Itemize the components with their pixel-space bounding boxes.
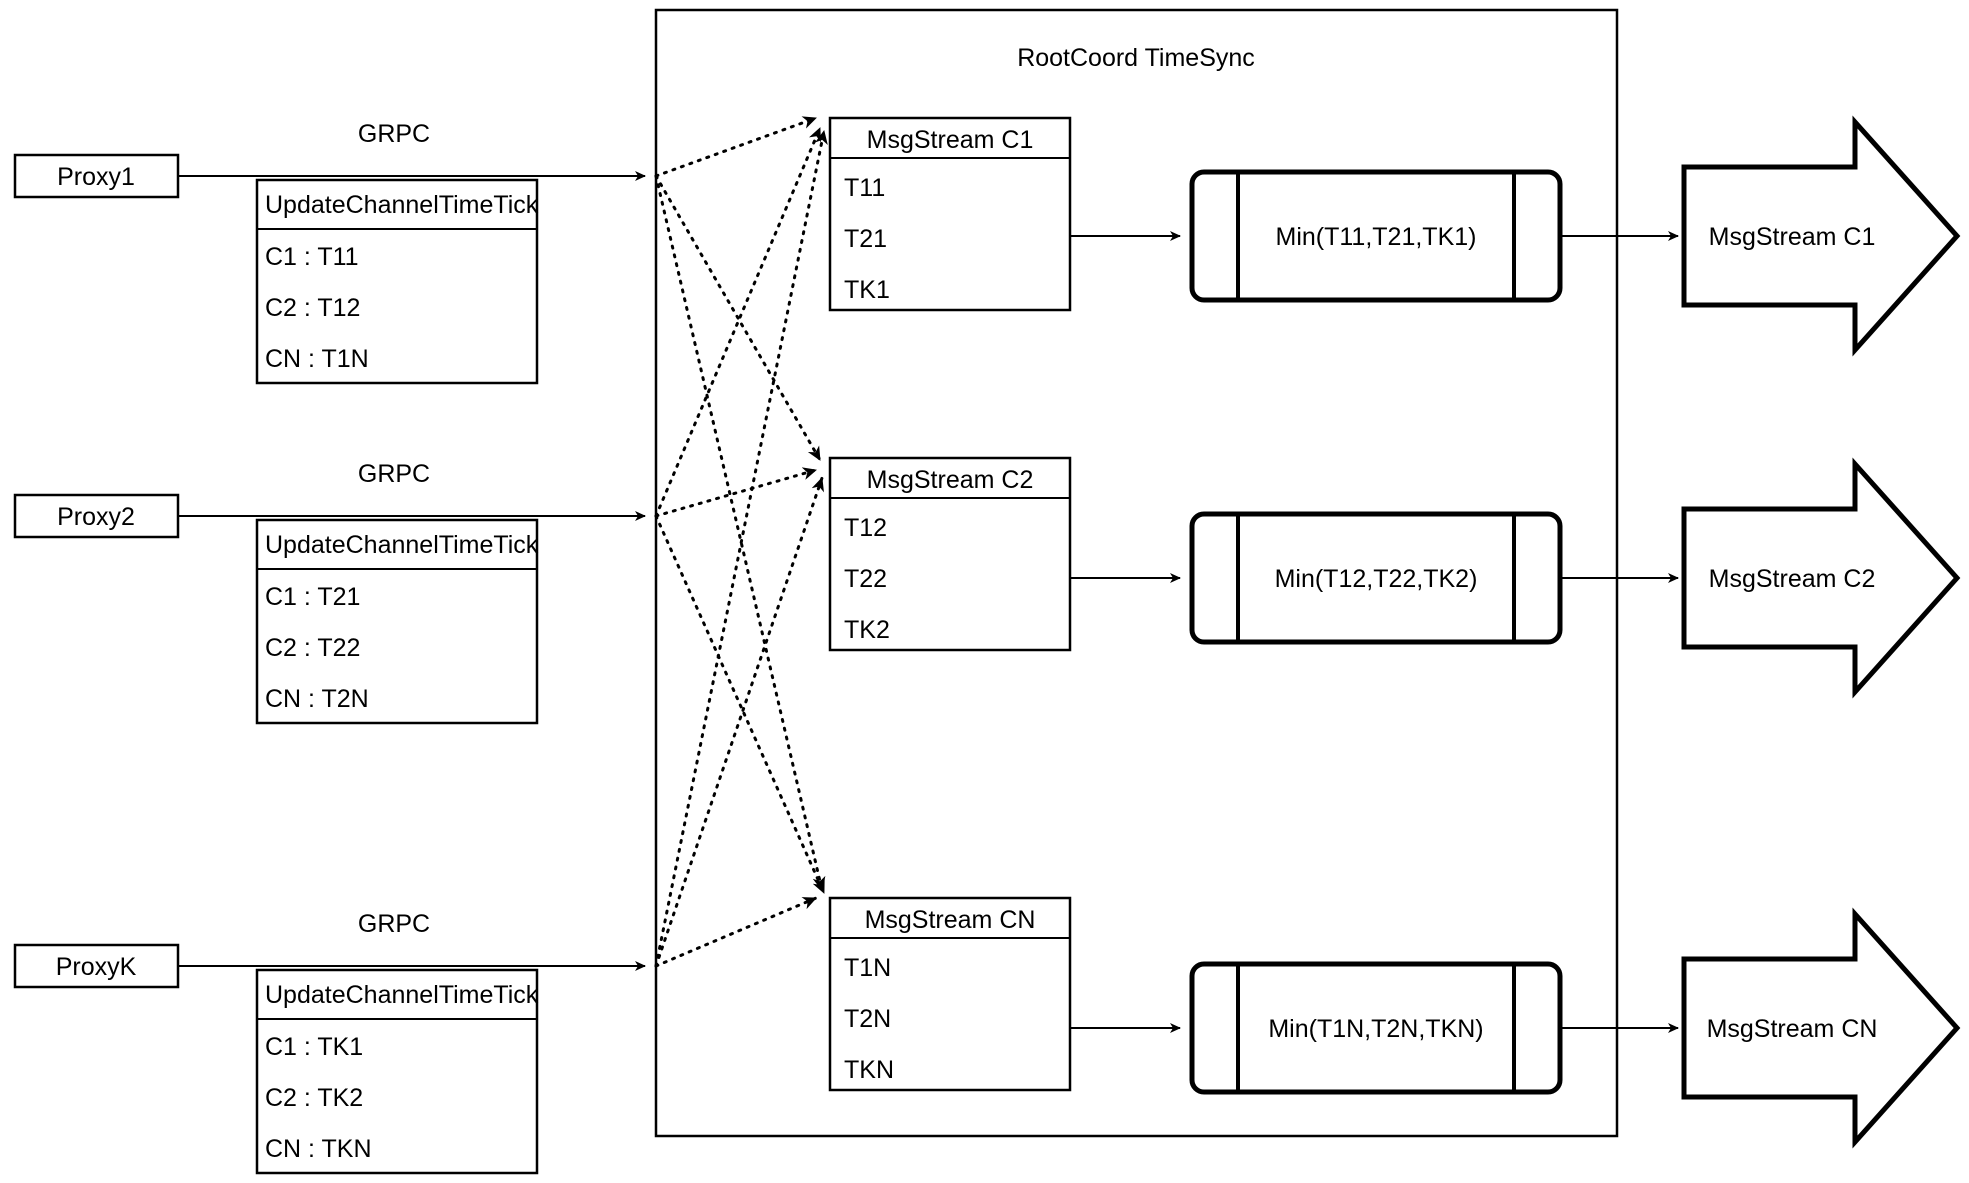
update-channel-timetick-box-1: UpdateChannelTimeTick C1 : T11 C2 : T12 … [255,178,539,385]
update-channel-timetick-row-2-1: C2 : T22 [265,634,360,662]
proxy-label-3: ProxyK [56,953,137,981]
update-channel-timetick-title-3: UpdateChannelTimeTick [265,981,539,1009]
grpc-label-2: GRPC [358,460,430,488]
update-channel-timetick-row-2-0: C1 : T21 [265,583,360,611]
msgstream-row-1-2: TK1 [844,276,890,304]
update-channel-timetick-row-3-0: C1 : TK1 [265,1033,363,1061]
container-title: RootCoord TimeSync [1017,44,1255,72]
proxy-box-2[interactable]: Proxy2 [13,493,180,539]
msgstream-row-2-0: T12 [844,514,887,542]
msgstream-row-3-1: T2N [844,1005,891,1033]
dispatch-edge-p1-c1 [654,116,818,178]
dispatch-edge-p1-c2 [654,174,822,462]
min-process-label-2: Min(T12,T22,TK2) [1275,565,1478,593]
output-label-1: MsgStream C1 [1709,223,1876,251]
msgstream-title-3: MsgStream CN [865,906,1036,934]
update-channel-timetick-title-2: UpdateChannelTimeTick [265,531,539,559]
msgstream-row-2-1: T22 [844,565,887,593]
dispatch-edge-pk-cn [654,896,818,968]
output-block-arrow-2: MsgStream C2 [1681,457,1961,699]
min-process-box-1: Min(T11,T21,TK1) [1189,169,1563,303]
msgstream-box-2: MsgStream C2 T12 T22 TK2 [828,456,1072,652]
proxy-box-1[interactable]: Proxy1 [13,153,180,199]
msgstream-row-1-1: T21 [844,225,887,253]
dispatch-edge-p2-cn [654,514,826,895]
dispatch-edge-p1-cn [654,174,826,892]
dispatch-edge-p2-c1 [654,126,822,518]
timetick-dispatch-edges [654,116,828,968]
update-channel-timetick-row-1-2: CN : T1N [265,345,369,373]
update-channel-timetick-row-3-1: C2 : TK2 [265,1084,363,1112]
msgstream-title-2: MsgStream C2 [867,466,1034,494]
msgstream-row-3-0: T1N [844,954,891,982]
msgstream-box-3: MsgStream CN T1N T2N TKN [828,896,1072,1092]
update-channel-timetick-row-1-0: C1 : T11 [265,243,359,271]
output-label-2: MsgStream C2 [1709,565,1876,593]
grpc-label-3: GRPC [358,910,430,938]
grpc-label-1: GRPC [358,120,430,148]
update-channel-timetick-title-1: UpdateChannelTimeTick [265,191,539,219]
msgstream-row-2-2: TK2 [844,616,890,644]
min-process-box-3: Min(T1N,T2N,TKN) [1189,961,1563,1095]
update-channel-timetick-row-1-1: C2 : T12 [265,294,360,322]
update-channel-timetick-box-3: UpdateChannelTimeTick C1 : TK1 C2 : TK2 … [255,968,539,1175]
msgstream-title-1: MsgStream C1 [867,126,1034,154]
proxy-label-1: Proxy1 [57,163,135,191]
proxy-label-2: Proxy2 [57,503,135,531]
msgstream-row-1-0: T11 [844,174,885,202]
msgstream-box-1: MsgStream C1 T11 T21 TK1 [828,116,1072,312]
update-channel-timetick-box-2: UpdateChannelTimeTick C1 : T21 C2 : T22 … [255,518,539,725]
min-process-label-1: Min(T11,T21,TK1) [1276,223,1477,251]
update-channel-timetick-row-3-2: CN : TKN [265,1135,372,1163]
proxy-box-3[interactable]: ProxyK [13,943,180,989]
dispatch-edge-pk-c1 [654,129,828,968]
update-channel-timetick-row-2-2: CN : T2N [265,685,369,713]
output-label-3: MsgStream CN [1707,1015,1878,1043]
dispatch-edge-p2-c2 [654,467,818,518]
output-block-arrow-1: MsgStream C1 [1681,115,1961,357]
min-process-label-3: Min(T1N,T2N,TKN) [1268,1015,1483,1043]
output-block-arrow-3: MsgStream CN [1681,907,1961,1149]
msgstream-row-3-2: TKN [844,1056,894,1084]
min-process-box-2: Min(T12,T22,TK2) [1189,511,1563,645]
